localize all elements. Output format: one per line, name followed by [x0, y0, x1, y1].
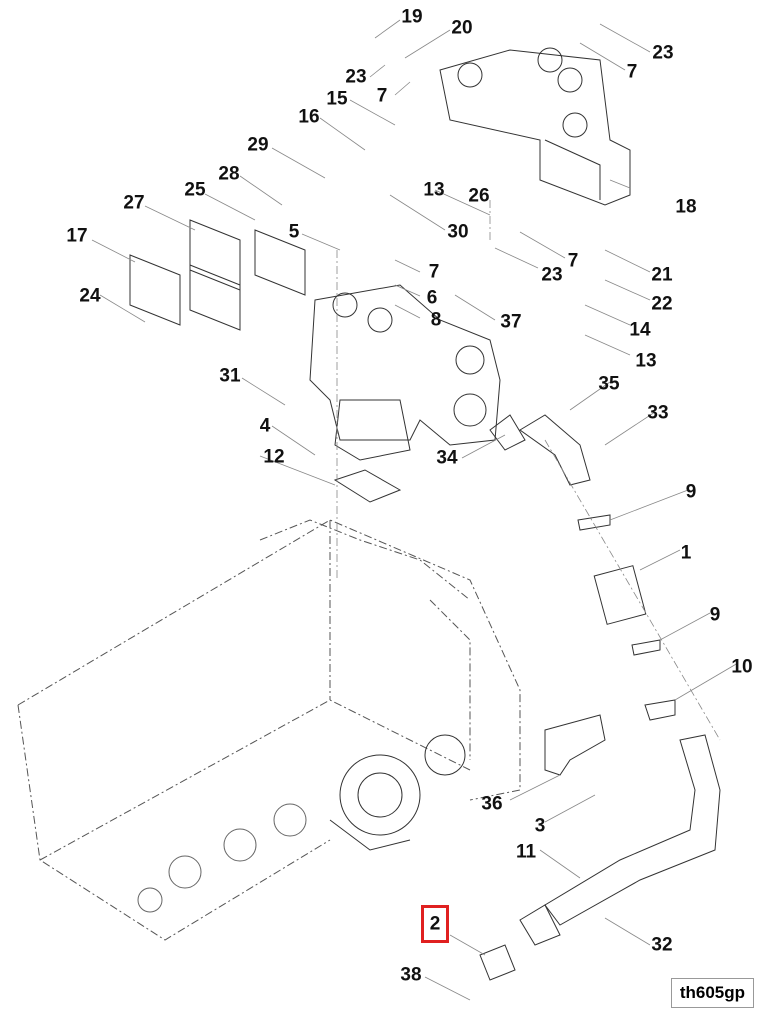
tube-sleeve [577, 514, 676, 721]
callout-12[interactable]: 12 [263, 446, 285, 468]
callout-27[interactable]: 27 [123, 192, 145, 214]
callout-20[interactable]: 20 [451, 17, 473, 39]
callout-37[interactable]: 37 [500, 311, 522, 333]
callout-7[interactable]: 7 [428, 261, 440, 283]
exhaust-pipe [479, 734, 721, 981]
callout-16[interactable]: 16 [298, 106, 320, 128]
callout-36[interactable]: 36 [481, 793, 503, 815]
callout-23[interactable]: 23 [652, 42, 674, 64]
callout-3[interactable]: 3 [534, 815, 546, 837]
bracket [544, 714, 606, 776]
callout-22[interactable]: 22 [651, 293, 673, 315]
exhaust-elbow [489, 414, 591, 486]
highlight-box [421, 905, 449, 943]
callout-17[interactable]: 17 [66, 225, 88, 247]
callout-15[interactable]: 15 [326, 88, 348, 110]
turbocharger [329, 734, 466, 851]
manifold-housing-lower [309, 284, 501, 461]
callout-28[interactable]: 28 [218, 163, 240, 185]
callout-10[interactable]: 10 [731, 656, 753, 678]
callout-7[interactable]: 7 [626, 61, 638, 83]
engine-cylinder-holes [137, 803, 307, 913]
callout-26[interactable]: 26 [468, 185, 490, 207]
callout-13[interactable]: 13 [423, 179, 445, 201]
callout-21[interactable]: 21 [651, 264, 673, 286]
manifold-housing-upper [439, 47, 631, 206]
reference-code: th605gp [670, 978, 754, 1008]
callout-2[interactable]: 2 [429, 913, 441, 935]
callout-18[interactable]: 18 [675, 196, 697, 218]
leader-lines [91, 19, 739, 1001]
callout-33[interactable]: 33 [647, 402, 669, 424]
callout-25[interactable]: 25 [184, 179, 206, 201]
callout-23[interactable]: 23 [345, 66, 367, 88]
callout-34[interactable]: 34 [436, 447, 458, 469]
callout-30[interactable]: 30 [447, 221, 469, 243]
callout-1[interactable]: 1 [680, 542, 692, 564]
callout-11[interactable]: 11 [515, 841, 537, 863]
callout-4[interactable]: 4 [259, 415, 271, 437]
callout-29[interactable]: 29 [247, 134, 269, 156]
callout-5[interactable]: 5 [288, 221, 300, 243]
callout-6[interactable]: 6 [426, 287, 438, 309]
callout-35[interactable]: 35 [598, 373, 620, 395]
callout-14[interactable]: 14 [629, 319, 651, 341]
callout-7[interactable]: 7 [376, 85, 388, 107]
callout-31[interactable]: 31 [219, 365, 241, 387]
callout-32[interactable]: 32 [651, 934, 673, 956]
engine-block [17, 519, 521, 941]
callout-9[interactable]: 9 [685, 481, 697, 503]
callout-19[interactable]: 19 [401, 6, 423, 28]
callout-8[interactable]: 8 [430, 309, 442, 331]
callout-23[interactable]: 23 [541, 264, 563, 286]
callout-13[interactable]: 13 [635, 350, 657, 372]
callout-7[interactable]: 7 [567, 250, 579, 272]
callout-38[interactable]: 38 [400, 964, 422, 986]
cover-plates [129, 219, 402, 503]
center-lines [336, 200, 721, 741]
callout-9[interactable]: 9 [709, 604, 721, 626]
callout-24[interactable]: 24 [79, 285, 101, 307]
